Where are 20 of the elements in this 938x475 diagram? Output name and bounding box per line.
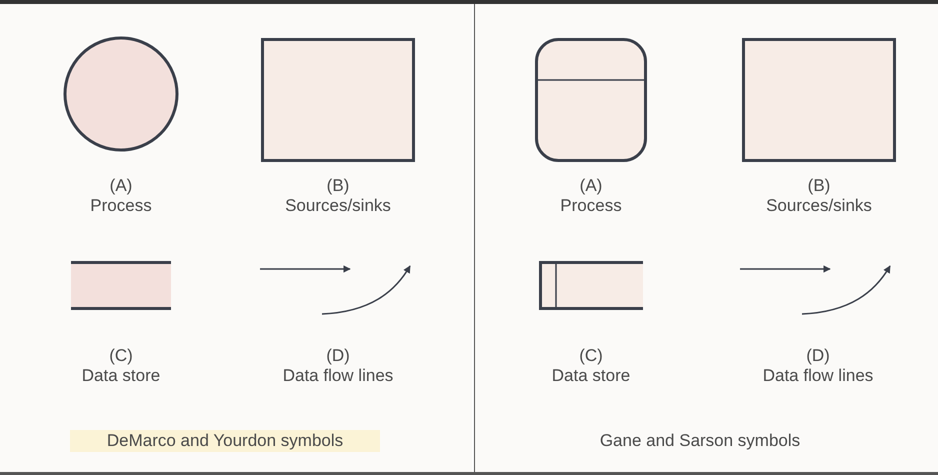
symbol-caption: Sources/sinks — [284, 196, 392, 216]
symbol-caption: Data flow lines — [282, 366, 394, 386]
symbol-letter: (A) — [578, 176, 604, 196]
symbol-caption: Process — [559, 196, 623, 216]
symbol-caption: Process — [89, 196, 153, 216]
symbol-letter: (A) — [108, 176, 134, 196]
symbol-caption: Data flow lines — [762, 366, 874, 386]
symbol-caption: Data store — [550, 366, 632, 386]
symbol-letter: (B) — [326, 176, 350, 196]
symbol-caption: Data store — [80, 366, 162, 386]
symbol-letter: (D) — [805, 346, 831, 366]
symbol-letter: (C) — [578, 346, 604, 366]
panel-title: Gane and Sarson symbols — [598, 430, 802, 452]
symbol-letter: (D) — [325, 346, 351, 366]
symbol-panel — [0, 4, 472, 472]
symbol-letter: (C) — [108, 346, 134, 366]
symbol-caption: Sources/sinks — [765, 196, 873, 216]
panel-title: DeMarco and Yourdon symbols — [70, 430, 380, 452]
symbol-letter: (B) — [806, 176, 832, 196]
symbol-panel — [474, 4, 938, 472]
